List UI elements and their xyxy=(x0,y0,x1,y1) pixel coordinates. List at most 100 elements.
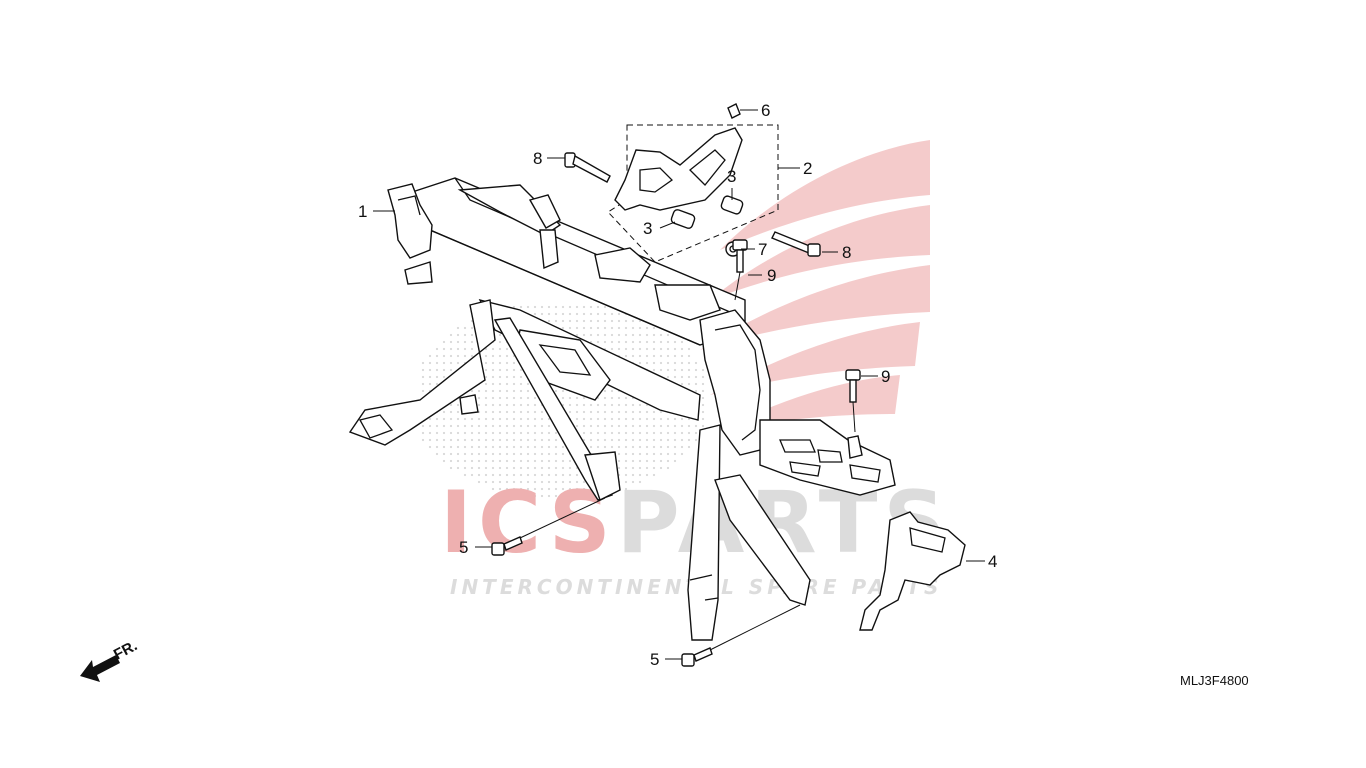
halftone-dot xyxy=(568,480,572,484)
halftone-dot xyxy=(561,396,565,400)
halftone-dot xyxy=(680,368,684,372)
halftone-dot xyxy=(498,459,502,463)
halftone-dot xyxy=(680,431,684,435)
halftone-dot xyxy=(512,459,516,463)
halftone-dot xyxy=(561,459,565,463)
halftone-dot xyxy=(645,354,649,358)
halftone-dot xyxy=(533,403,537,407)
halftone-dot xyxy=(428,424,432,428)
halftone-dot xyxy=(687,445,691,449)
halftone-dot xyxy=(435,354,439,358)
halftone-dot xyxy=(540,424,544,428)
halftone-dot xyxy=(582,410,586,414)
halftone-dot xyxy=(421,431,425,435)
halftone-dot xyxy=(610,410,614,414)
halftone-dot xyxy=(554,312,558,316)
halftone-dot xyxy=(673,438,677,442)
halftone-dot xyxy=(449,438,453,442)
halftone-dot xyxy=(456,438,460,442)
halftone-dot xyxy=(435,361,439,365)
halftone-dot xyxy=(498,445,502,449)
halftone-dot xyxy=(568,473,572,477)
halftone-dot xyxy=(575,305,579,309)
halftone-dot xyxy=(582,487,586,491)
callout-8-lower: 8 xyxy=(842,243,851,262)
halftone-dot xyxy=(456,466,460,470)
halftone-dot xyxy=(568,403,572,407)
halftone-dot xyxy=(526,403,530,407)
halftone-dot xyxy=(624,347,628,351)
halftone-dot xyxy=(673,459,677,463)
halftone-dot xyxy=(659,333,663,337)
halftone-dot xyxy=(435,347,439,351)
halftone-dot xyxy=(449,466,453,470)
halftone-dot xyxy=(617,396,621,400)
halftone-dot xyxy=(519,410,523,414)
halftone-dot xyxy=(624,340,628,344)
halftone-dot xyxy=(505,452,509,456)
halftone-dot xyxy=(638,445,642,449)
halftone-dot xyxy=(519,403,523,407)
halftone-dot xyxy=(526,438,530,442)
halftone-dot xyxy=(694,438,698,442)
halftone-dot xyxy=(484,403,488,407)
halftone-dot xyxy=(694,375,698,379)
halftone-dot xyxy=(484,354,488,358)
halftone-dot xyxy=(470,459,474,463)
halftone-dot xyxy=(645,361,649,365)
halftone-dot xyxy=(519,431,523,435)
halftone-dot xyxy=(603,410,607,414)
halftone-dot xyxy=(582,396,586,400)
halftone-dot xyxy=(463,459,467,463)
halftone-dot xyxy=(505,438,509,442)
halftone-dot xyxy=(582,319,586,323)
stay-bracket-4 xyxy=(859,511,966,631)
callout-7: 7 xyxy=(758,240,767,259)
halftone-dot xyxy=(659,340,663,344)
halftone-dot xyxy=(505,424,509,428)
halftone-dot xyxy=(484,417,488,421)
halftone-dot xyxy=(442,368,446,372)
halftone-dot xyxy=(575,319,579,323)
halftone-dot xyxy=(554,480,558,484)
halftone-dot xyxy=(505,403,509,407)
halftone-dot xyxy=(687,375,691,379)
halftone-dot xyxy=(631,480,635,484)
halftone-dot xyxy=(519,494,523,498)
halftone-dot xyxy=(568,326,572,330)
halftone-dot xyxy=(484,438,488,442)
halftone-dot xyxy=(631,466,635,470)
halftone-dot xyxy=(589,305,593,309)
halftone-dot xyxy=(477,431,481,435)
halftone-dot xyxy=(540,410,544,414)
halftone-dot xyxy=(421,389,425,393)
halftone-dot xyxy=(498,389,502,393)
halftone-dot xyxy=(533,410,537,414)
halftone-dot xyxy=(491,403,495,407)
halftone-dot xyxy=(638,347,642,351)
halftone-dot xyxy=(484,452,488,456)
halftone-dot xyxy=(477,452,481,456)
halftone-dot xyxy=(603,305,607,309)
halftone-dot xyxy=(694,424,698,428)
halftone-dot xyxy=(680,354,684,358)
halftone-dot xyxy=(582,326,586,330)
halftone-dot xyxy=(687,368,691,372)
halftone-dot xyxy=(547,445,551,449)
halftone-dot xyxy=(491,410,495,414)
halftone-dot xyxy=(638,424,642,428)
halftone-dot xyxy=(498,333,502,337)
callout-5-left: 5 xyxy=(459,538,468,557)
halftone-dot xyxy=(701,403,705,407)
halftone-dot xyxy=(470,326,474,330)
halftone-dot xyxy=(652,326,656,330)
halftone-dot xyxy=(505,347,509,351)
halftone-dot xyxy=(512,368,516,372)
halftone-dot xyxy=(638,354,642,358)
halftone-dot xyxy=(484,361,488,365)
halftone-dot xyxy=(603,438,607,442)
halftone-dot xyxy=(631,347,635,351)
halftone-dot xyxy=(526,389,530,393)
halftone-dot xyxy=(456,354,460,358)
halftone-dot xyxy=(435,445,439,449)
